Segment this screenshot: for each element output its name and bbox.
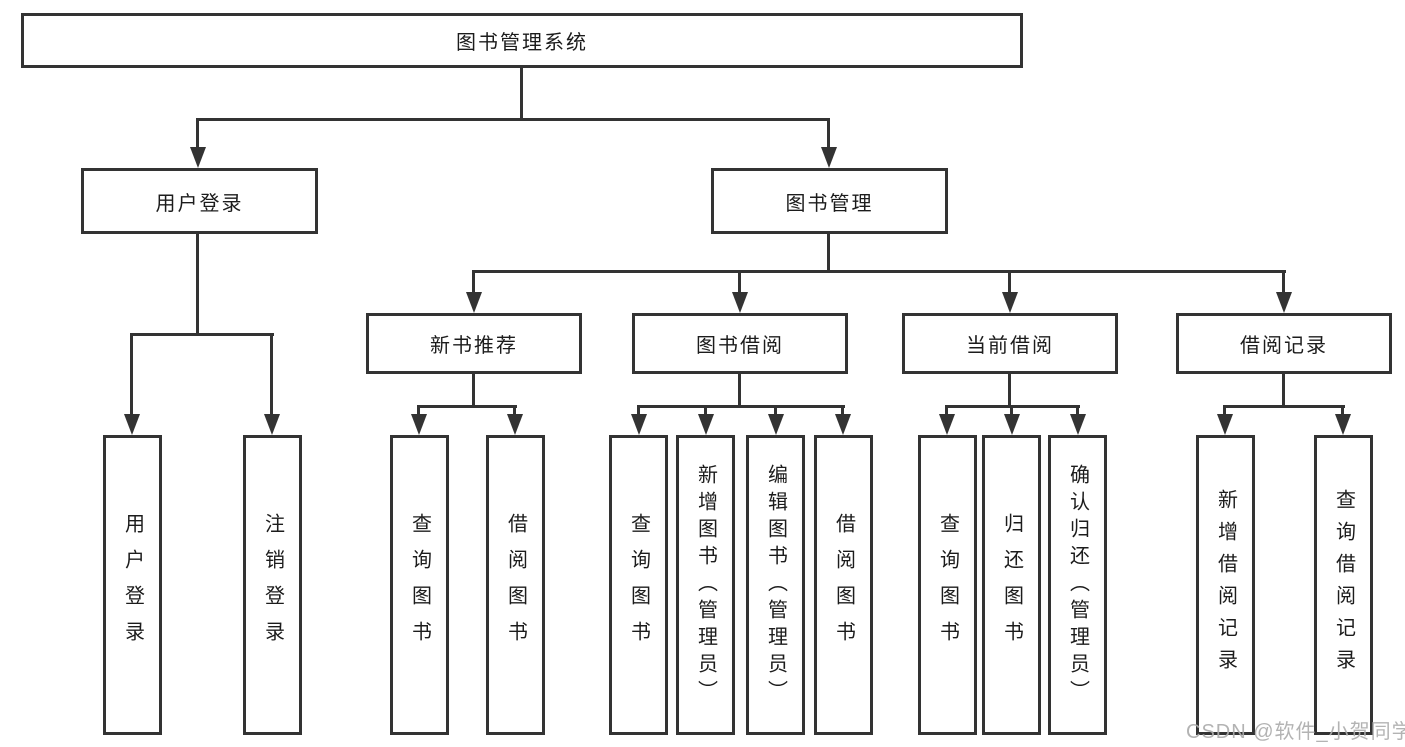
connector-arrow-down bbox=[938, 405, 955, 435]
leaf-label: 查询图书 bbox=[627, 513, 650, 657]
leaf-query-books-borrow: 查询图书 bbox=[609, 435, 668, 735]
leaf-query-borrow-record: 查询借阅记录 bbox=[1314, 435, 1373, 735]
connector-stem bbox=[738, 374, 741, 408]
leaf-borrow-books-recommend: 借阅图书 bbox=[486, 435, 545, 735]
leaf-add-borrow-record: 新增借阅记录 bbox=[1196, 435, 1255, 735]
node-current-borrow: 当前借阅 bbox=[902, 313, 1118, 374]
connector-stem bbox=[827, 234, 830, 273]
leaf-label: 查询借阅记录 bbox=[1332, 489, 1355, 681]
leaf-label: 借阅图书 bbox=[832, 513, 855, 657]
connector-branch bbox=[196, 118, 830, 121]
connector-branch bbox=[637, 405, 845, 408]
connector-branch bbox=[417, 405, 517, 408]
leaf-borrow-books: 借阅图书 bbox=[814, 435, 873, 735]
connector-arrow-down bbox=[1216, 405, 1233, 435]
leaf-label: 借阅图书 bbox=[504, 513, 527, 657]
connector-branch bbox=[130, 333, 274, 336]
connector-arrow-down bbox=[1069, 405, 1086, 435]
connector-arrow-down bbox=[731, 270, 748, 313]
node-root: 图书管理系统 bbox=[21, 13, 1023, 68]
connector-arrow-down bbox=[1275, 270, 1292, 313]
leaf-add-books-admin: 新增图书（管理员） bbox=[676, 435, 735, 735]
leaf-confirm-return-admin: 确认归还（管理员） bbox=[1048, 435, 1107, 735]
leaf-label: 编辑图书（管理员） bbox=[764, 463, 787, 707]
connector-arrow-down bbox=[820, 118, 837, 168]
leaf-query-books-recommend: 查询图书 bbox=[390, 435, 449, 735]
connector-stem bbox=[472, 374, 475, 408]
connector-stem bbox=[196, 234, 199, 336]
leaf-edit-books-admin: 编辑图书（管理员） bbox=[746, 435, 805, 735]
leaf-label: 新增借阅记录 bbox=[1214, 489, 1237, 681]
leaf-query-books-current: 查询图书 bbox=[918, 435, 977, 735]
connector-arrow-down bbox=[263, 333, 280, 435]
connector-arrow-down bbox=[189, 118, 206, 168]
connector-arrow-down bbox=[630, 405, 647, 435]
connector-arrow-down bbox=[1001, 270, 1018, 313]
node-borrow-record: 借阅记录 bbox=[1176, 313, 1392, 374]
connector-arrow-down bbox=[506, 405, 523, 435]
leaf-label: 归还图书 bbox=[1000, 513, 1023, 657]
connector-arrow-down bbox=[767, 405, 784, 435]
connector-arrow-down bbox=[834, 405, 851, 435]
leaf-label: 确认归还（管理员） bbox=[1066, 463, 1089, 707]
connector-stem bbox=[1008, 374, 1011, 408]
node-book-borrow: 图书借阅 bbox=[632, 313, 848, 374]
connector-arrow-down bbox=[1003, 405, 1020, 435]
leaf-return-books: 归还图书 bbox=[982, 435, 1041, 735]
connector-arrow-down bbox=[697, 405, 714, 435]
connector-branch bbox=[1223, 405, 1345, 408]
leaf-label: 查询图书 bbox=[936, 513, 959, 657]
leaf-logout: 注销登录 bbox=[243, 435, 302, 735]
node-user-login: 用户登录 bbox=[81, 168, 318, 234]
connector-branch bbox=[472, 270, 1286, 273]
connector-stem bbox=[520, 68, 523, 121]
watermark: CSDN @软件_小贺同学 bbox=[1186, 721, 1405, 743]
connector-arrow-down bbox=[123, 333, 140, 435]
node-new-book-recommend: 新书推荐 bbox=[366, 313, 582, 374]
leaf-label: 新增图书（管理员） bbox=[694, 463, 717, 707]
connector-arrow-down bbox=[410, 405, 427, 435]
node-book-management: 图书管理 bbox=[711, 168, 948, 234]
connector-stem bbox=[1282, 374, 1285, 408]
connector-arrow-down bbox=[1334, 405, 1351, 435]
leaf-label: 用户登录 bbox=[121, 513, 144, 657]
connector-arrow-down bbox=[465, 270, 482, 313]
leaf-user-login: 用户登录 bbox=[103, 435, 162, 735]
leaf-label: 查询图书 bbox=[408, 513, 431, 657]
leaf-label: 注销登录 bbox=[261, 513, 284, 657]
